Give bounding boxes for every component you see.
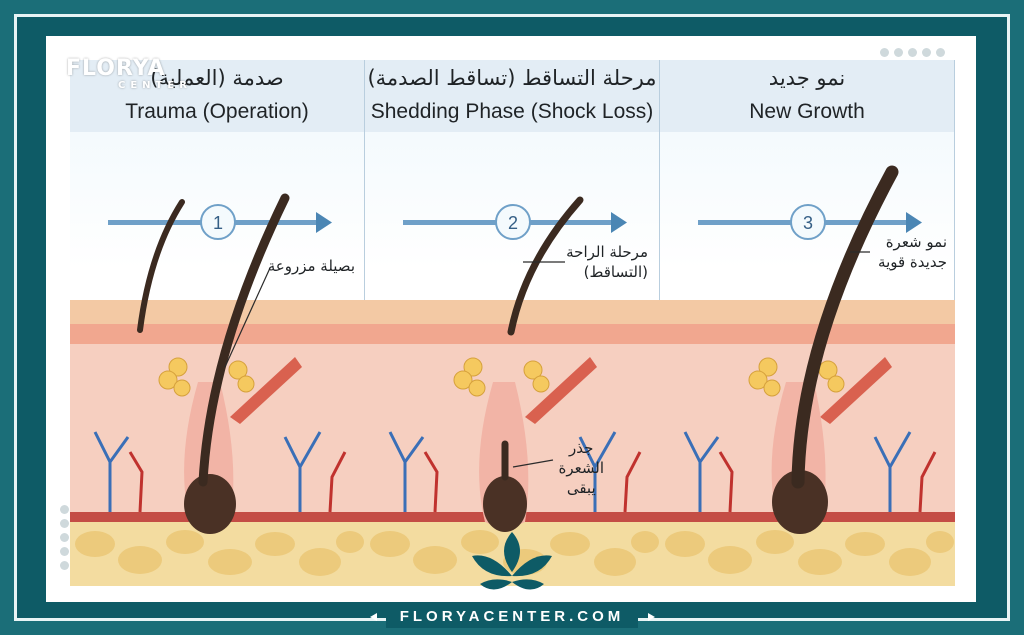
brand-name: FLORYA — [66, 56, 166, 81]
arrector-muscle — [230, 357, 302, 424]
step-3-badge — [790, 204, 826, 240]
stage-panel-2: مرحلة التساقط (تساقط الصدمة) Shedding Ph… — [365, 60, 660, 586]
sebaceous-gland — [748, 357, 845, 397]
step-2-number: 2 — [508, 213, 518, 233]
brand-sub: CENTER — [118, 80, 192, 91]
blood-vessels — [93, 431, 347, 513]
callout-root-remains: جذر الشعرة يبقى — [558, 439, 605, 497]
sebaceous-gland — [453, 357, 550, 397]
stage-3-header: نمو جديد New Growth — [660, 60, 955, 132]
stage-1-title-ar: صدمة (العملية) — [150, 66, 284, 90]
stage-3-title-ar: نمو جديد — [768, 66, 846, 90]
stage-2-title-en: Shedding Phase (Shock Loss) — [370, 100, 654, 123]
step-1-number: 1 — [213, 213, 223, 233]
stage-1-illustration: 1 — [70, 193, 365, 586]
callout-new-strong-hair: نمو شعرة جديدة قوية — [878, 233, 947, 271]
stage-1-title-en: Trauma (Operation) — [125, 100, 309, 123]
footer-left-arrow-icon — [370, 613, 377, 621]
footer: FLORYACENTER.COM — [0, 606, 1024, 628]
brand-logo: FLORYA CENTER — [66, 56, 192, 92]
step-2-badge — [495, 204, 531, 240]
step-3-number: 3 — [803, 213, 813, 233]
footer-right-arrow-icon — [648, 613, 655, 621]
blood-vessels — [683, 431, 937, 513]
callout-leader-1 — [224, 267, 271, 368]
stage-panel-1: صدمة (العملية) Trauma (Operation) 1 — [70, 60, 365, 586]
callout-resting-phase: مرحلة الراحة (التساقط) — [566, 243, 648, 281]
blood-vessels — [388, 431, 642, 513]
arrector-muscle — [820, 357, 892, 424]
footer-website-link[interactable]: FLORYACENTER.COM — [385, 606, 639, 628]
hair-follicle — [771, 165, 899, 534]
stage-panel-3: نمو جديد New Growth 3 — [660, 60, 955, 586]
step-1-badge — [200, 204, 236, 240]
stage-3-title-en: New Growth — [749, 100, 865, 123]
stage-1-header: صدمة (العملية) Trauma (Operation) — [70, 60, 365, 132]
callout-implanted-follicle: بصيلة مزروعة — [267, 257, 355, 275]
callout-leader-2b — [512, 459, 554, 468]
stage-2-header: مرحلة التساقط (تساقط الصدمة) Shedding Ph… — [365, 60, 660, 132]
stage-3-illustration: 3 — [660, 165, 955, 586]
stage-2-illustration: 2 — [365, 196, 660, 586]
hair-follicle — [479, 196, 584, 532]
arrector-muscle — [525, 357, 597, 424]
florya-leaf-logo-icon — [472, 532, 552, 590]
stage-2-title-ar: مرحلة التساقط (تساقط الصدمة) — [367, 66, 657, 90]
sebaceous-gland — [158, 357, 255, 397]
hair-follicle — [137, 193, 290, 534]
